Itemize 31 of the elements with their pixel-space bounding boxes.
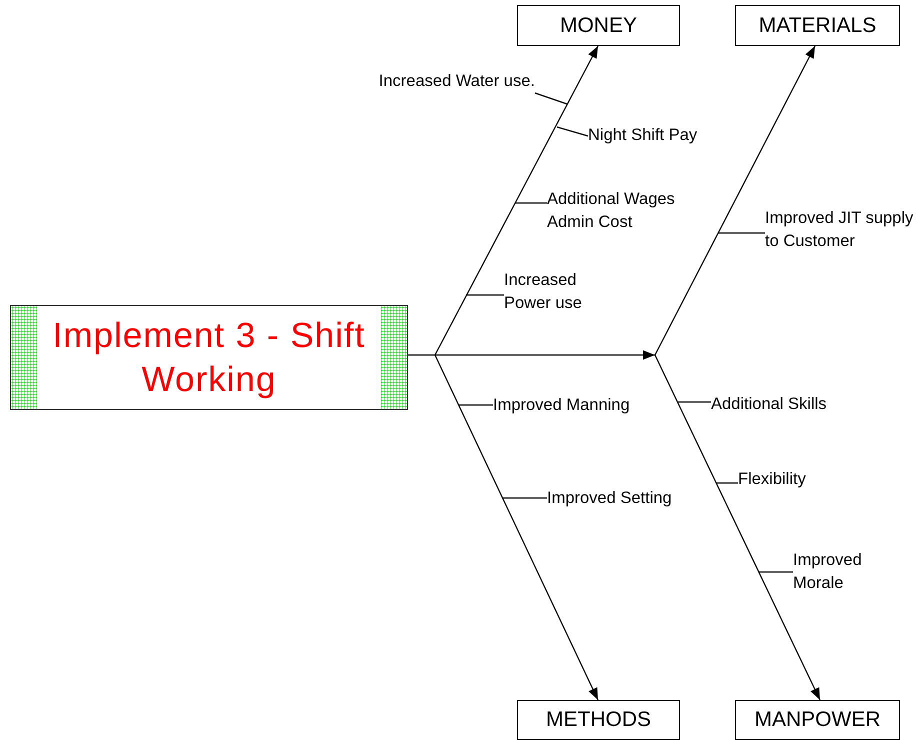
- arrow: [408, 350, 655, 360]
- arrow: [654, 354, 821, 700]
- leader-line: [503, 497, 547, 499]
- leader-line: [759, 571, 793, 573]
- leader-line: [716, 482, 738, 484]
- category-box: MANPOWER: [735, 700, 900, 740]
- cause-text: Improved JIT supply to Customer: [765, 207, 919, 253]
- leader-line: [718, 232, 765, 234]
- cause-text: Improved Manning: [493, 394, 653, 417]
- cause-text: Improved Setting: [547, 487, 697, 510]
- leader-line: [556, 126, 588, 137]
- leader-line: [678, 401, 711, 403]
- effect-box: [10, 305, 408, 410]
- cause-text: Increased Water use.: [375, 70, 535, 93]
- cause-text: Flexibility: [738, 468, 838, 491]
- cause-text: Night Shift Pay: [588, 124, 728, 147]
- category-box: MATERIALS: [735, 5, 900, 46]
- leader-line: [534, 92, 568, 105]
- leader-line: [459, 404, 493, 406]
- cause-text: Additional Wages Admin Cost: [547, 188, 677, 234]
- leader-line: [466, 294, 504, 296]
- arrow: [434, 354, 599, 700]
- category-box: METHODS: [517, 700, 680, 740]
- arrow: [654, 46, 816, 356]
- arrow: [434, 46, 599, 356]
- leader-line: [515, 202, 547, 204]
- cause-text: Increased Power use: [504, 269, 604, 315]
- category-box: MONEY: [517, 5, 680, 46]
- cause-text: Improved Morale: [793, 549, 883, 595]
- effect-text: Implement 3 - Shift Working: [52, 314, 366, 400]
- cause-text: Additional Skills: [711, 393, 861, 416]
